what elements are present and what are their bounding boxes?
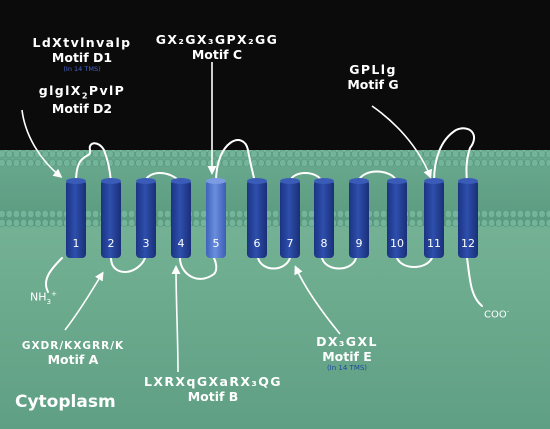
helix-number: 4 bbox=[178, 237, 185, 250]
helix-6: 6 bbox=[247, 178, 267, 258]
motif-d1-label: LdXtvlnvalp Motif D1 (In 14 TMS) bbox=[14, 35, 150, 73]
motif-b-label: LXRXqGXaRX₃QG Motif B bbox=[142, 374, 284, 404]
arrow-motif-a bbox=[64, 271, 104, 331]
helix-cap bbox=[171, 178, 191, 184]
helix-cap bbox=[66, 178, 86, 184]
motif-a-sequence: GXDR/KXGRR/K bbox=[21, 340, 125, 352]
helix-cap bbox=[349, 178, 369, 184]
motif-d2-sequence: glglX2PvlP bbox=[20, 83, 144, 101]
motif-a-label: GXDR/KXGRR/K Motif A bbox=[10, 340, 136, 367]
helix-number: 12 bbox=[461, 237, 475, 250]
motif-b-name: Motif B bbox=[187, 389, 239, 404]
arrow-motif-d2 bbox=[21, 109, 63, 178]
helix-8: 8 bbox=[314, 178, 334, 258]
c-terminus-base: COO bbox=[484, 309, 507, 321]
helix-body bbox=[101, 180, 121, 258]
motif-c-name: Motif C bbox=[191, 47, 243, 62]
motif-d1-name: Motif D1 bbox=[51, 50, 113, 65]
c-terminus-sup: - bbox=[506, 307, 510, 315]
motif-a-name: Motif A bbox=[47, 352, 99, 367]
helix-body bbox=[314, 180, 334, 258]
helix-body bbox=[349, 180, 369, 258]
helix-body bbox=[458, 180, 478, 258]
motif-b-sequence: LXRXqGXaRX₃QG bbox=[144, 374, 282, 389]
helix-body bbox=[280, 180, 300, 258]
motif-d2-seq-b: PvlP bbox=[88, 83, 126, 98]
helix-9: 9 bbox=[349, 178, 369, 258]
n-terminus-sup: + bbox=[51, 289, 58, 298]
helix-number: 8 bbox=[321, 237, 328, 250]
motif-g-name: Motif G bbox=[347, 77, 399, 92]
lipid-heads bbox=[0, 149, 550, 228]
helix-2: 2 bbox=[101, 178, 121, 258]
motif-arrows bbox=[21, 62, 432, 373]
helix-number: 11 bbox=[427, 237, 441, 250]
motif-d2-name: Motif D2 bbox=[51, 100, 113, 116]
helix-cap bbox=[247, 178, 267, 184]
arrow-motif-b bbox=[171, 265, 181, 373]
helix-body bbox=[424, 180, 444, 258]
helix-3: 3 bbox=[136, 178, 156, 258]
helix-cap bbox=[136, 178, 156, 184]
motif-g-sequence: GPLlg bbox=[349, 62, 397, 77]
helix-body bbox=[66, 180, 86, 258]
helix-number: 1 bbox=[73, 237, 80, 250]
helix-body bbox=[387, 180, 407, 258]
n-terminus-sub: 3 bbox=[46, 296, 52, 306]
motif-e-label: DX₃GXL Motif E (In 14 TMS) bbox=[302, 334, 392, 372]
n-terminus-label: NH3+ bbox=[30, 289, 57, 306]
helix-5: 5 bbox=[206, 178, 226, 258]
helix-body bbox=[136, 180, 156, 258]
helix-cap bbox=[206, 178, 226, 184]
helix-body bbox=[171, 180, 191, 258]
motif-d2-seq-sub: 2 bbox=[81, 90, 89, 101]
helix-4: 4 bbox=[171, 178, 191, 258]
helix-number: 3 bbox=[143, 237, 150, 250]
helix-cap bbox=[280, 178, 300, 184]
helix-body bbox=[247, 180, 267, 258]
motif-g-label: GPLlg Motif G bbox=[330, 62, 416, 92]
extracellular-background bbox=[0, 0, 550, 150]
motif-c-sequence: GX₂GX₃GPX₂GG bbox=[155, 32, 279, 47]
arrow-motif-e bbox=[294, 265, 341, 335]
helix-cap bbox=[424, 178, 444, 184]
helix-cap bbox=[101, 178, 121, 184]
motif-e-note: (In 14 TMS) bbox=[326, 364, 368, 372]
motif-c-label: GX₂GX₃GPX₂GG Motif C bbox=[152, 32, 282, 62]
helix-number: 5 bbox=[213, 237, 220, 250]
helix-number: 2 bbox=[108, 237, 115, 250]
motif-d1-note: (In 14 TMS) bbox=[63, 65, 101, 73]
arrow-motif-g bbox=[371, 105, 432, 179]
helix-cap bbox=[458, 178, 478, 184]
motif-d2-seq-a: glglX bbox=[38, 83, 82, 98]
helix-12: 12 bbox=[458, 178, 478, 258]
helix-7: 7 bbox=[280, 178, 300, 258]
motif-d2-label: glglX2PvlP Motif D2 bbox=[20, 83, 144, 116]
helix-10: 10 bbox=[387, 178, 407, 258]
helix-1: 1 bbox=[66, 178, 86, 258]
motif-e-sequence: DX₃GXL bbox=[316, 334, 378, 349]
helix-number: 6 bbox=[254, 237, 261, 250]
c-terminus-label: COO- bbox=[484, 307, 509, 320]
helix-number: 10 bbox=[390, 237, 404, 250]
helix-number: 9 bbox=[356, 237, 363, 250]
helix-11: 11 bbox=[424, 178, 444, 258]
helix-number: 7 bbox=[287, 237, 294, 250]
helix-cap bbox=[314, 178, 334, 184]
cytoplasm-label: Cytoplasm bbox=[15, 392, 116, 412]
n-terminus-base: NH bbox=[30, 290, 47, 304]
motif-e-name: Motif E bbox=[322, 349, 372, 364]
motif-d1-sequence: LdXtvlnvalp bbox=[32, 35, 132, 50]
helix-body bbox=[206, 180, 226, 258]
helix-cap bbox=[387, 178, 407, 184]
